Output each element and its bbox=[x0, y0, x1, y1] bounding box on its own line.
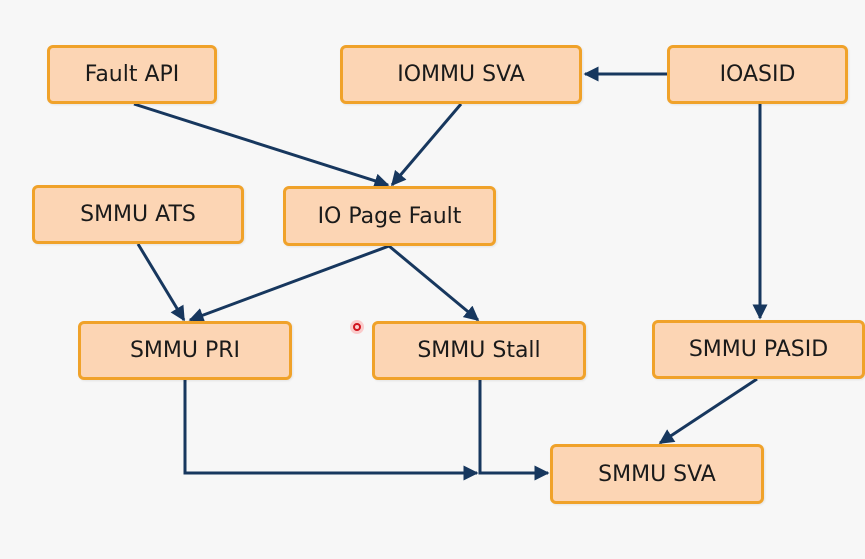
node-smmu-pri-label: SMMU PRI bbox=[129, 338, 241, 363]
pointer-cursor-icon bbox=[350, 320, 364, 334]
node-iommu-sva-label: IOMMU SVA bbox=[397, 62, 525, 87]
node-ioasid: IOASID bbox=[667, 45, 848, 104]
edge-io-page-fault-to-smmu-pri bbox=[188, 244, 390, 323]
node-fault-api: Fault API bbox=[47, 45, 217, 104]
node-io-page-fault-label: IO Page Fault bbox=[317, 203, 462, 229]
node-iommu-sva: IOMMU SVA bbox=[340, 45, 582, 104]
node-smmu-sva-label: SMMU SVA bbox=[598, 461, 716, 487]
node-smmu-stall: SMMU Stall bbox=[372, 321, 586, 380]
edge-fault-api-to-io-page-fault bbox=[133, 102, 390, 189]
node-smmu-stall-label: SMMU Stall bbox=[417, 338, 541, 363]
node-smmu-ats-label: SMMU ATS bbox=[80, 202, 196, 227]
edge-smmu-pri-to-smmu-sva bbox=[183, 380, 479, 481]
node-smmu-sva: SMMU SVA bbox=[550, 444, 764, 504]
edge-smmu-stall-to-smmu-sva bbox=[478, 380, 550, 481]
node-smmu-pri: SMMU PRI bbox=[78, 321, 292, 380]
node-io-page-fault: IO Page Fault bbox=[283, 186, 496, 246]
edge-io-page-fault-to-smmu-stall bbox=[388, 244, 480, 322]
edge-iommu-sva-to-io-page-fault bbox=[390, 103, 463, 187]
edge-smmu-pasid-to-smmu-sva bbox=[658, 377, 758, 445]
node-smmu-ats: SMMU ATS bbox=[32, 185, 244, 244]
node-ioasid-label: IOASID bbox=[719, 62, 796, 87]
node-fault-api-label: Fault API bbox=[84, 62, 180, 87]
node-smmu-pasid: SMMU PASID bbox=[652, 320, 865, 379]
node-smmu-pasid-label: SMMU PASID bbox=[688, 337, 829, 362]
edge-smmu-ats-to-smmu-pri bbox=[136, 243, 186, 322]
